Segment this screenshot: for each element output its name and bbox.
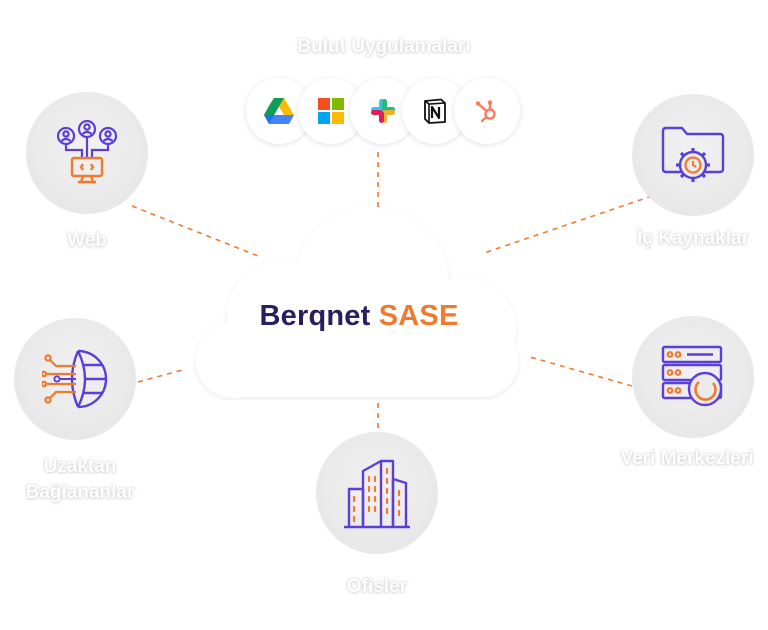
sase-cloud bbox=[196, 207, 518, 398]
google-drive-icon bbox=[264, 98, 294, 124]
app-hubspot bbox=[454, 78, 520, 144]
cloud-apps-group bbox=[246, 78, 526, 144]
app-slack bbox=[350, 78, 416, 144]
connector-remote bbox=[137, 368, 187, 383]
connector-web bbox=[131, 205, 259, 257]
product-name: SASE bbox=[378, 300, 459, 332]
sase-title: Berqnet SASE bbox=[186, 300, 532, 333]
remote-users-label: Uzaktan Bağlananlar bbox=[4, 454, 156, 506]
slack-icon bbox=[371, 99, 395, 123]
node-web bbox=[26, 92, 148, 214]
node-offices bbox=[316, 432, 438, 554]
microsoft-icon bbox=[318, 98, 344, 124]
connector-datacenter bbox=[529, 356, 633, 387]
node-internal-resources bbox=[632, 94, 754, 216]
remote-users-label-line1: Uzaktan bbox=[43, 456, 117, 477]
office-buildings-icon bbox=[344, 459, 410, 529]
data-centers-label: Veri Merkezleri bbox=[620, 448, 754, 469]
folder-gear-icon bbox=[661, 126, 725, 182]
internal-resources-label: İç Kaynaklar bbox=[637, 228, 749, 249]
cloud-apps-label: Bulut Uygulamaları bbox=[297, 36, 471, 57]
node-data-centers bbox=[632, 316, 754, 438]
offices-label: Ofisler bbox=[346, 576, 408, 597]
brand-name: Berqnet bbox=[259, 300, 371, 332]
app-microsoft bbox=[298, 78, 364, 144]
node-remote-users bbox=[14, 318, 136, 440]
notion-icon bbox=[424, 98, 446, 124]
web-label: Web bbox=[67, 230, 107, 251]
globe-network-icon bbox=[42, 349, 108, 409]
remote-users-label-line2: Bağlananlar bbox=[25, 482, 135, 503]
hubspot-icon bbox=[475, 100, 496, 123]
web-users-monitor-icon bbox=[56, 120, 118, 184]
server-rack-icon bbox=[661, 345, 723, 407]
